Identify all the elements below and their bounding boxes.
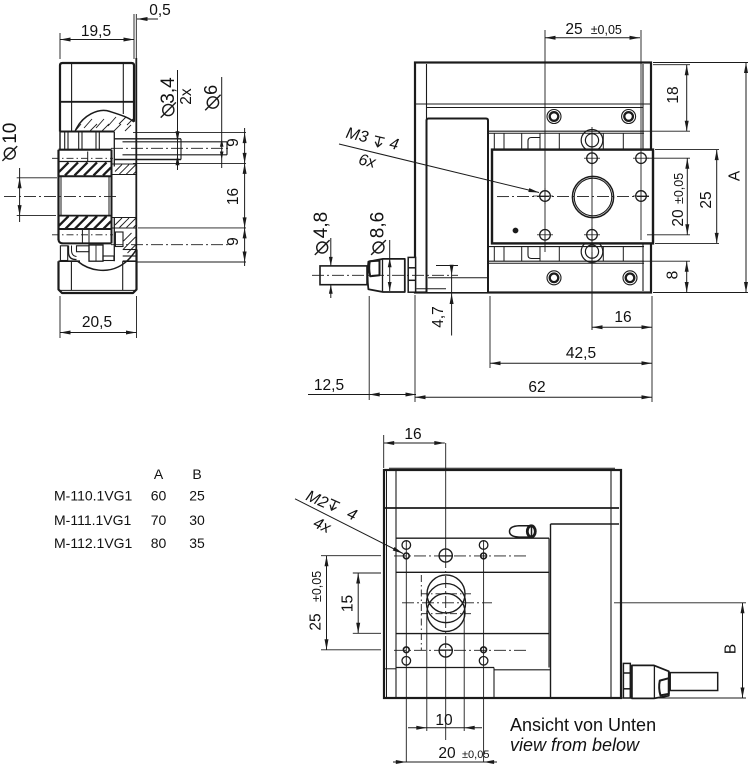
svg-text:M3: M3 xyxy=(344,125,370,147)
svg-text:4x: 4x xyxy=(311,515,334,538)
svg-text:25: 25 xyxy=(308,613,325,630)
svg-text:M-112.1VG1: M-112.1VG1 xyxy=(54,535,133,551)
svg-text:6: 6 xyxy=(201,85,221,95)
svg-text:20: 20 xyxy=(670,209,687,227)
svg-text:4,8: 4,8 xyxy=(311,212,332,238)
svg-text:10: 10 xyxy=(435,712,453,729)
svg-text:M-111.1VG1: M-111.1VG1 xyxy=(54,512,132,528)
svg-text:A: A xyxy=(727,170,744,181)
svg-text:62: 62 xyxy=(528,379,545,396)
svg-text:60: 60 xyxy=(151,488,167,504)
svg-text:25: 25 xyxy=(565,21,582,38)
svg-text:±0,05: ±0,05 xyxy=(462,749,489,761)
svg-text:10: 10 xyxy=(0,123,21,144)
svg-text:view from below: view from below xyxy=(510,735,640,755)
svg-text:80: 80 xyxy=(151,535,167,551)
svg-text:19,5: 19,5 xyxy=(81,23,111,40)
svg-text:8,6: 8,6 xyxy=(368,212,389,238)
svg-text:16: 16 xyxy=(404,426,421,443)
svg-text:20,5: 20,5 xyxy=(82,314,112,331)
svg-text:±0,05: ±0,05 xyxy=(672,173,686,204)
svg-text:42,5: 42,5 xyxy=(566,345,596,362)
svg-text:0,5: 0,5 xyxy=(149,2,171,19)
svg-text:20: 20 xyxy=(438,745,456,762)
svg-text:9: 9 xyxy=(225,237,242,246)
svg-text:±0,05: ±0,05 xyxy=(591,23,622,37)
svg-text:6x: 6x xyxy=(357,151,378,172)
svg-text:B: B xyxy=(192,466,201,482)
svg-text:25: 25 xyxy=(698,191,715,208)
svg-text:18: 18 xyxy=(665,86,682,103)
svg-text:B: B xyxy=(723,644,740,654)
svg-text:35: 35 xyxy=(189,535,205,551)
svg-text:15: 15 xyxy=(340,595,357,612)
svg-text:30: 30 xyxy=(189,512,205,528)
svg-text:70: 70 xyxy=(151,512,167,528)
svg-text:2x: 2x xyxy=(178,88,195,105)
svg-text:25: 25 xyxy=(189,488,205,504)
svg-text:8: 8 xyxy=(665,271,682,280)
svg-text:A: A xyxy=(154,466,164,482)
svg-text:4: 4 xyxy=(388,135,401,154)
svg-text:±0,05: ±0,05 xyxy=(310,571,324,602)
svg-text:M-110.1VG1: M-110.1VG1 xyxy=(54,488,133,504)
svg-text:16: 16 xyxy=(225,188,242,205)
svg-text:16: 16 xyxy=(614,309,631,326)
svg-text:9: 9 xyxy=(225,138,242,147)
svg-text:3,4: 3,4 xyxy=(158,77,179,104)
svg-text:Ansicht von Unten: Ansicht von Unten xyxy=(510,715,656,735)
svg-text:12,5: 12,5 xyxy=(314,377,344,394)
svg-text:4,7: 4,7 xyxy=(430,306,447,328)
